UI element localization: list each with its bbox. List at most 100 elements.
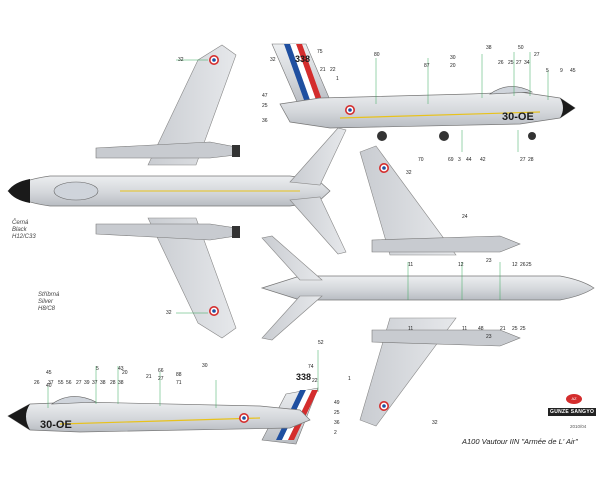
callout-number: 22	[312, 378, 318, 384]
callout-number: 43	[118, 366, 124, 372]
callout-number: 48	[478, 326, 484, 332]
fuselage-underside	[260, 275, 595, 301]
callout-number: 36	[334, 420, 340, 426]
callout-number: 45	[570, 68, 576, 74]
exhaust-lower	[232, 226, 240, 238]
callout-number: 25	[334, 410, 340, 416]
tailplane-top	[289, 127, 347, 186]
callout-number: 25	[262, 103, 268, 109]
top-view-plan	[7, 44, 347, 339]
az-model-logo: AZ model	[566, 394, 582, 411]
callout-number: 5	[546, 68, 549, 74]
rudder-white	[290, 44, 316, 100]
tail-number-top: 338	[295, 54, 310, 64]
callout-number: 30	[202, 363, 208, 369]
callout-number: 44	[466, 157, 472, 163]
callout-number: 1	[336, 76, 339, 82]
black-color-note: Černá Black H12/C33	[12, 220, 36, 241]
callout-number: 25	[508, 60, 514, 66]
tailplane-bottom	[289, 196, 347, 255]
black-note-line-1: Černá	[12, 220, 29, 226]
callout-number: 66	[158, 368, 164, 374]
callout-number: 25	[526, 262, 532, 268]
callout-lines	[47, 52, 549, 408]
callout-number: 27	[534, 52, 540, 58]
callout-number: 27	[158, 376, 164, 382]
callout-number: 21	[500, 326, 506, 332]
callout-number: 55	[58, 380, 64, 386]
callout-number: 27	[516, 60, 522, 66]
callout-number: 26	[520, 262, 526, 268]
callout-number: 36	[262, 118, 268, 124]
rudder-blue	[284, 44, 310, 100]
callout-number: 28	[528, 157, 534, 163]
gunze-sangyo-logo: GUNZE SANGYO	[548, 408, 597, 416]
silver-color-note: Stříbrná Silver H8/C8	[38, 292, 59, 313]
callout-number: 42	[480, 157, 486, 163]
under-nacelle-lower	[371, 329, 521, 347]
callout-number: 38	[100, 380, 106, 386]
under-wing-upper	[359, 145, 457, 256]
callout-number: 26	[34, 380, 40, 386]
black-nose-top	[8, 179, 30, 203]
nose-black-bottom-profile	[8, 404, 30, 430]
callout-number: 20	[450, 63, 456, 69]
callout-number: 74	[308, 364, 314, 370]
engine-nacelle-upper	[95, 141, 237, 159]
callout-number: 1	[348, 376, 351, 382]
callout-number: 71	[176, 380, 182, 386]
callout-number: 69	[448, 157, 454, 163]
callout-number: 38	[486, 45, 492, 51]
callout-number: 5	[96, 366, 99, 372]
canopy-top	[53, 181, 99, 201]
under-nacelle-upper	[371, 235, 521, 253]
callout-number: 21	[320, 67, 326, 73]
black-note-line-2: Black	[12, 227, 27, 233]
callout-number: 24	[462, 214, 468, 220]
main-wheel-b	[439, 131, 449, 141]
tail-number-bottom: 338	[296, 372, 311, 382]
callout-number: 88	[176, 372, 182, 378]
code-bottom-profile: 30-OE	[40, 419, 72, 431]
under-tailplane-top	[261, 235, 323, 281]
silver-note-line-3: H8/C8	[38, 306, 56, 312]
under-wing-lower	[359, 317, 457, 427]
callout-number: 40	[46, 383, 52, 389]
silver-note-line-1: Stříbrná	[38, 292, 60, 298]
callout-number: 34	[524, 60, 530, 66]
callout-number: 12	[458, 262, 464, 268]
callout-number: 32	[432, 420, 438, 426]
yellow-stripe-bottom	[59, 417, 261, 425]
callout-number: 32	[178, 57, 184, 63]
callout-number: 11	[462, 326, 468, 332]
engine-nacelle-lower	[95, 223, 237, 241]
nose-wheel	[528, 132, 536, 140]
black-note-line-3: H12/C33	[12, 234, 36, 240]
roundel-lower-wing	[209, 306, 219, 316]
callout-number: 11	[408, 262, 414, 268]
callout-number: 3	[458, 157, 461, 163]
callout-number: 12	[512, 262, 518, 268]
callout-number: 32	[406, 170, 412, 176]
upper-wing	[147, 44, 237, 166]
callout-number: 52	[318, 340, 324, 346]
roundel-bottom-profile	[239, 413, 249, 423]
main-wheel-a	[377, 131, 387, 141]
callout-number: 2	[334, 430, 337, 436]
callout-number: 56	[66, 380, 72, 386]
side-profile-top: 30-OE 338	[271, 43, 576, 141]
callout-number: 26	[498, 60, 504, 66]
callout-number: 75	[317, 49, 323, 55]
callout-number: 27	[520, 157, 526, 163]
sheet-code: 2010/04	[570, 424, 587, 429]
callout-number: 22	[330, 67, 336, 73]
callout-number: 37	[48, 380, 54, 386]
callout-number: 50	[518, 45, 524, 51]
roundel-under-lower	[379, 401, 389, 411]
callout-number: 70	[418, 157, 424, 163]
yellow-stripe-top	[339, 111, 541, 119]
callout-number: 23	[486, 334, 492, 340]
callout-number: 25	[520, 326, 526, 332]
callout-number: 11	[408, 326, 414, 332]
